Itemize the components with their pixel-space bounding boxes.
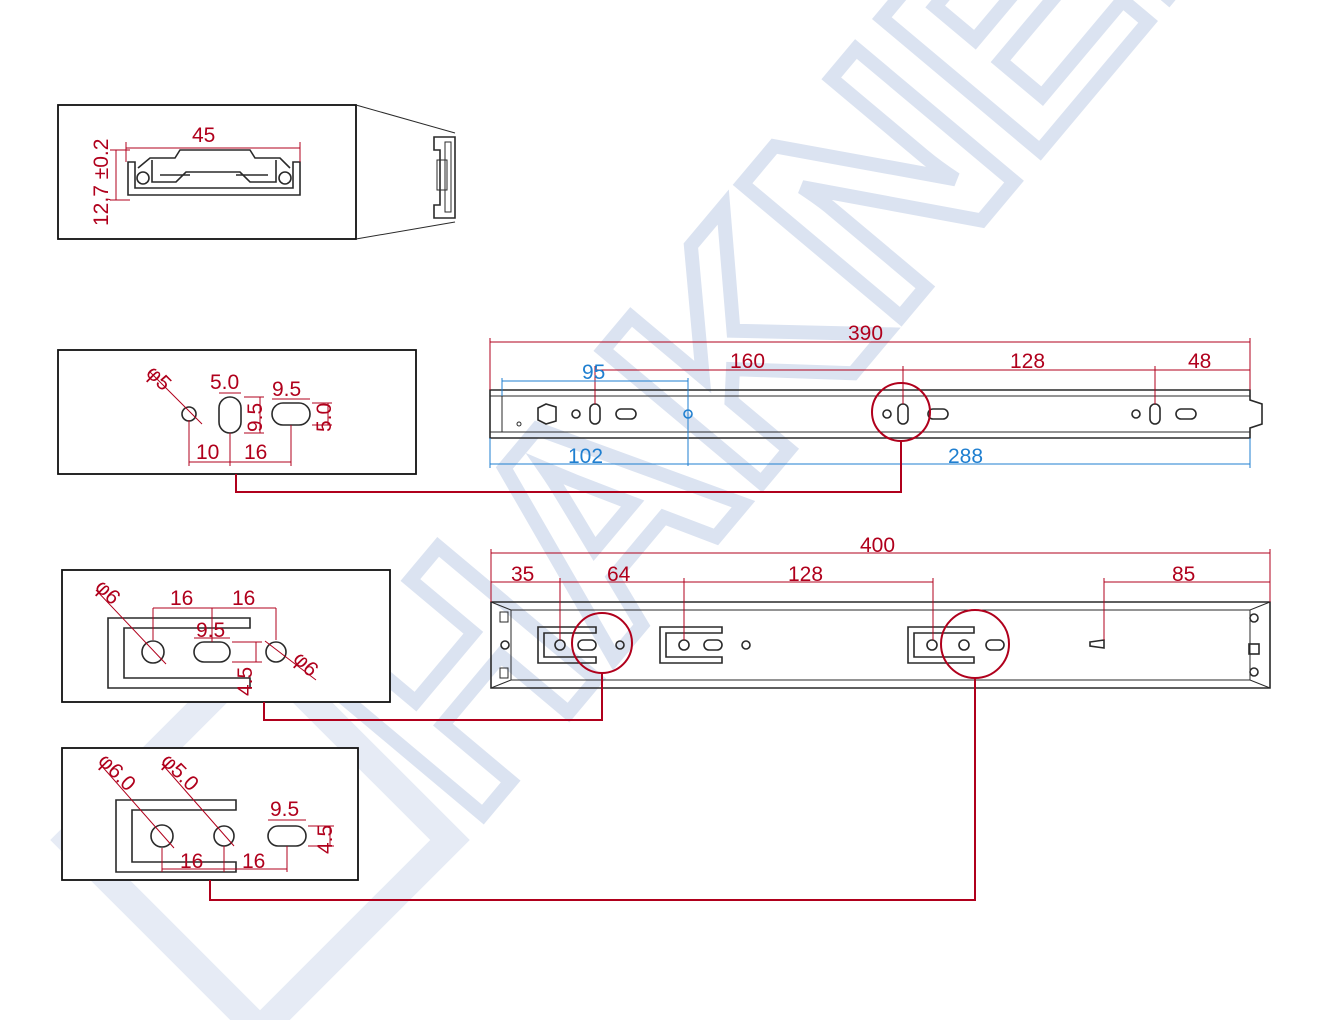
outer-overall-label: 400 <box>860 534 895 557</box>
inner-slot-height-label: 9.5 <box>244 403 267 432</box>
watermark-logo <box>50 630 470 1025</box>
outer-leader-line-a <box>263 673 603 721</box>
outer-detail-b: φ6.0 φ5.0 9.5 4.5 16 16 <box>61 747 359 881</box>
inner-d102-label: 102 <box>568 445 603 468</box>
outer-leader-line-b <box>209 678 976 901</box>
outer-detail-a-frame <box>61 569 391 703</box>
outer-a-d16b-label: 16 <box>232 587 255 610</box>
inner-overall-label: 390 <box>848 322 883 345</box>
profile-width-label: 45 <box>192 124 215 147</box>
profile-detail: 45 12,7 ±0.2 <box>57 104 456 240</box>
outer-detail-a: φ6 φ6 16 16 9.5 4.5 <box>61 569 391 703</box>
inner-leader-line <box>235 441 902 493</box>
outer-detail-b-frame <box>61 747 359 881</box>
inner-d1-label: 10 <box>196 441 219 464</box>
outer-a-slot-label: 9.5 <box>196 619 225 642</box>
inner-slot2-height-label: 5.0 <box>313 403 336 432</box>
outer-b-slot-label: 9.5 <box>270 798 299 821</box>
inner-hole-frame <box>57 349 417 475</box>
outer-bracket-1 <box>537 626 625 664</box>
outer-a-d16a-label: 16 <box>170 587 193 610</box>
inner-d95-label: 95 <box>582 361 605 384</box>
outer-b-d16a-label: 16 <box>180 850 203 873</box>
inner-slot2-width-label: 9.5 <box>272 378 301 401</box>
inner-d288-label: 288 <box>948 445 983 468</box>
inner-member: 390 160 128 48 95 102 288 <box>489 322 1263 468</box>
watermark-text: HAKNER <box>262 0 1326 871</box>
inner-d128-label: 128 <box>1010 350 1045 373</box>
outer-d85-label: 85 <box>1172 563 1195 586</box>
outer-d35-label: 35 <box>511 563 534 586</box>
outer-b-d16b-label: 16 <box>242 850 265 873</box>
inner-slot-width-label: 5.0 <box>210 371 239 394</box>
outer-d128-label: 128 <box>788 563 823 586</box>
profile-height-label: 12,7 ±0.2 <box>90 139 113 226</box>
outer-bracket-2 <box>659 626 751 664</box>
inner-hole-detail: φ5 5.0 9.5 9.5 5.0 10 16 <box>57 349 417 475</box>
inner-d48-label: 48 <box>1188 350 1211 373</box>
outer-bracket-3 <box>907 626 1005 664</box>
inner-d2-label: 16 <box>244 441 267 464</box>
outer-d64-label: 64 <box>607 563 631 586</box>
outer-b-slot-height-label: 4.5 <box>314 825 337 854</box>
inner-d160-label: 160 <box>730 350 765 373</box>
outer-a-slot-height-label: 4.5 <box>234 667 257 696</box>
